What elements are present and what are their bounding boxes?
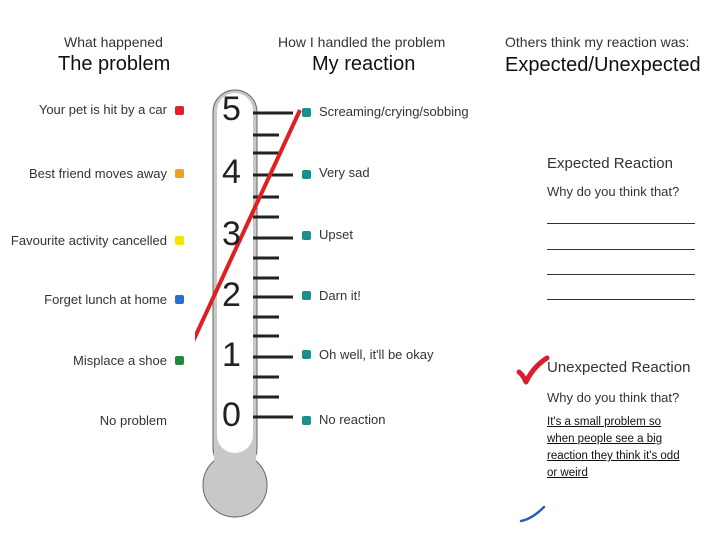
thermometer <box>195 89 302 518</box>
expected-reaction-title: Expected Reaction <box>547 155 673 172</box>
problem-label: No problem <box>99 413 167 428</box>
reaction-dot <box>302 231 311 240</box>
reaction-label: Screaming/crying/sobbing <box>319 104 469 119</box>
reaction-dot <box>302 108 311 117</box>
scale-number: 2 <box>222 276 241 314</box>
unexpected-reaction-title: Unexpected Reaction <box>547 359 691 376</box>
unexpected-answer-line: when people see a big <box>547 433 663 445</box>
reaction-marker-line <box>195 109 302 342</box>
reaction-label: Oh well, it'll be okay <box>319 347 434 362</box>
problem-label: Misplace a shoe <box>73 353 167 368</box>
reaction-label: Darn it! <box>319 288 361 303</box>
problem-label: Your pet is hit by a car <box>38 102 167 117</box>
scale-number: 0 <box>222 396 241 434</box>
header-my-reaction: My reaction <box>312 53 416 75</box>
answer-line[interactable] <box>547 299 695 300</box>
problem-label: Best friend moves away <box>28 166 167 181</box>
scale-number: 3 <box>222 215 241 253</box>
problem-label: Forget lunch at home <box>44 292 167 307</box>
header-how-handled: How I handled the problem <box>278 34 446 50</box>
answer-line[interactable] <box>547 249 695 250</box>
answer-line[interactable] <box>547 223 695 224</box>
problem-color-dot <box>175 169 184 178</box>
problem-color-dot <box>175 295 184 304</box>
scale-number: 1 <box>222 336 241 374</box>
unexpected-question: Why do you think that? <box>547 390 680 405</box>
reaction-label: No reaction <box>319 412 386 427</box>
expected-question: Why do you think that? <box>547 184 680 199</box>
reaction-label: Upset <box>319 227 353 242</box>
header-what-happened: What happened <box>64 34 163 50</box>
unexpected-answer-line: or weird <box>547 467 588 479</box>
scale-number: 4 <box>222 153 241 191</box>
reaction-label: Very sad <box>319 165 370 180</box>
header-others-think: Others think my reaction was: <box>505 34 690 50</box>
answer-line[interactable] <box>547 274 695 275</box>
problem-label: Favourite activity cancelled <box>10 233 167 248</box>
scale-number: 5 <box>222 90 241 128</box>
problem-color-dot <box>175 236 184 245</box>
reaction-dot <box>302 291 311 300</box>
reaction-dot <box>302 170 311 179</box>
unexpected-answer-line: reaction they think it's odd <box>547 450 680 462</box>
pen-stroke-decoration <box>519 505 546 523</box>
problem-color-dot <box>175 106 184 115</box>
unexpected-answer-line: It's a small problem so <box>547 416 662 428</box>
reaction-dot <box>302 350 311 359</box>
reaction-dot <box>302 416 311 425</box>
header-the-problem: The problem <box>58 53 171 75</box>
checkmark-icon <box>516 355 550 385</box>
header-expected-unexpected: Expected/Unexpected <box>505 54 701 76</box>
problem-color-dot <box>175 356 184 365</box>
